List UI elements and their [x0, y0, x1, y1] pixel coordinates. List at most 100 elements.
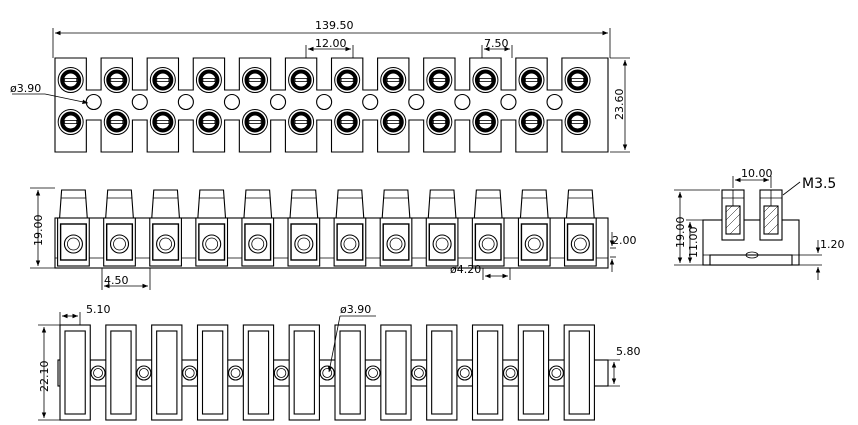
mounting-hole	[223, 93, 241, 111]
thread-label: M3.5	[802, 176, 836, 192]
bottom-cell-inner	[201, 330, 224, 415]
front-terminal	[287, 189, 321, 267]
screw-head	[103, 67, 130, 93]
top-height-label: 23.60	[613, 89, 626, 121]
top-view: 139.50 12.00 7.50 ø3.90 23.60	[10, 19, 630, 153]
front-terminal	[379, 189, 413, 267]
screw-head	[334, 109, 361, 135]
screw-head	[472, 67, 499, 93]
screw-slot	[248, 78, 262, 83]
bottom-terminal	[196, 324, 229, 421]
wall-dimension: 1.20	[799, 238, 845, 280]
mounting-hole	[269, 93, 287, 111]
screw-head	[149, 109, 176, 135]
screw-slot	[110, 120, 124, 125]
screw-head	[288, 67, 315, 93]
bottom-hole-inner	[413, 368, 424, 378]
bottom-cell-inner	[568, 330, 590, 415]
wire-hole-inner	[527, 237, 541, 251]
screw-head	[380, 109, 407, 135]
screw-barrel	[335, 189, 365, 219]
bottom-hole-inner	[184, 368, 195, 378]
bottom-hole-diameter-label: ø3.90	[340, 303, 371, 316]
step-dimension: 2.00	[609, 232, 637, 272]
screw-slot	[525, 120, 538, 125]
wire-hole-inner	[67, 237, 80, 251]
screw-slot	[156, 78, 170, 83]
bottom-view: 5.10 ø3.90 22.10 5.80	[38, 303, 641, 421]
bottom-cell-inner	[64, 330, 86, 415]
bottom-hole-leader: ø3.90	[327, 303, 376, 373]
screw-head	[518, 109, 545, 135]
overall-length-label: 139.50	[315, 19, 354, 32]
bottom-hole	[182, 365, 198, 381]
bottom-cell-inner	[385, 330, 407, 415]
wire-hole-inner	[251, 237, 265, 251]
screw-head	[334, 67, 361, 93]
mounting-hole	[177, 93, 194, 111]
screw-barrel	[105, 189, 134, 219]
bottom-hole	[502, 365, 519, 381]
bottom-cell-inner	[431, 330, 453, 415]
mounting-hole	[131, 93, 148, 111]
thread-leader: M3.5	[782, 176, 836, 196]
bottom-cell-inner	[522, 330, 545, 415]
bottom-cell-inner	[293, 330, 315, 415]
bottom-terminal	[334, 324, 366, 421]
bottom-height-dimension: 22.10	[38, 324, 60, 421]
screw-slot	[294, 78, 308, 83]
spacing-label: 4.50	[104, 274, 129, 287]
wire-hole-inner	[481, 237, 495, 251]
mounting-hole	[454, 93, 471, 111]
wire-hole-inner	[343, 237, 357, 251]
bottom-hole-inner	[276, 368, 287, 378]
front-height-dimension: 19.00	[30, 187, 55, 269]
screw-barrel	[565, 189, 595, 219]
screw-slot	[64, 120, 78, 125]
side-height-dimension: 19.00	[674, 189, 720, 266]
screw-slot	[340, 78, 354, 83]
bottom-hole	[548, 365, 564, 381]
wire-hole-inner	[573, 237, 587, 251]
front-strip-base	[54, 217, 609, 269]
front-terminal	[471, 189, 505, 267]
mounting-hole	[316, 93, 333, 111]
screw-head	[564, 67, 591, 93]
wire-hole-inner	[389, 237, 403, 251]
mounting-hole	[85, 93, 102, 111]
wire-hole-inner	[113, 237, 126, 251]
front-view: 19.00 4.50 ø4.20 2.00	[30, 187, 637, 290]
screw-head	[288, 109, 315, 135]
bottom-cell-inner	[110, 330, 132, 415]
screw-head	[426, 67, 453, 93]
bottom-terminal	[59, 324, 91, 421]
side-base	[709, 254, 793, 266]
bottom-hole-inner	[459, 368, 470, 378]
screw-pitch-label: 10.00	[741, 167, 773, 180]
side-body-height-dimension: 11.00	[686, 219, 703, 263]
front-terminal	[195, 189, 229, 267]
bottom-hole	[457, 365, 473, 381]
pitch-dimension: 12.00	[305, 37, 354, 58]
cell-width-label: 7.50	[484, 37, 509, 50]
screw-barrel	[59, 189, 88, 219]
screw-pitch-dimension: 10.00	[732, 167, 773, 188]
screw-barrel	[519, 189, 549, 219]
screw-barrel	[197, 189, 227, 219]
mounting-hole	[408, 93, 425, 111]
bottom-terminal	[517, 324, 550, 421]
bottom-terminal	[242, 324, 275, 421]
bridge-label: 5.80	[616, 345, 641, 358]
bottom-hole-inner	[505, 368, 516, 378]
front-terminal	[425, 189, 459, 267]
bridge-dimension: 5.80	[595, 345, 641, 387]
front-terminal	[563, 189, 597, 267]
screw-slot	[294, 120, 308, 125]
mounting-hole	[500, 93, 517, 111]
bottom-hole-inner	[322, 368, 333, 378]
screw-head	[472, 109, 499, 135]
front-terminal	[103, 189, 136, 267]
screw-slot	[202, 78, 216, 83]
bottom-terminal	[426, 324, 458, 421]
